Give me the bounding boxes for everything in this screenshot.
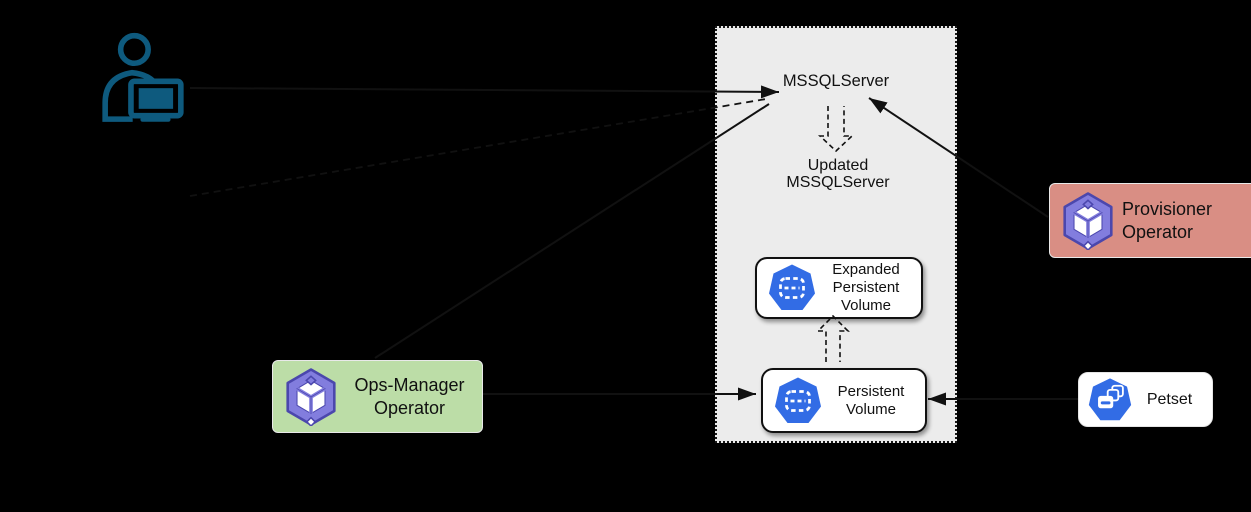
updated-mssqlserver-label: Updated MSSQLServer [786, 157, 890, 191]
provisioner-operator-box: Provisioner Operator [1049, 183, 1251, 258]
expanded-persistent-volume-box: Expanded Persistent Volume [755, 257, 923, 319]
persistent-volume-box: Persistent Volume [761, 368, 927, 433]
k8s-persistent-volume-icon [775, 377, 821, 423]
k8s-petset-icon [1088, 377, 1132, 420]
arrow-admin-to-mssqlserver [189, 85, 780, 99]
k8s-persistent-volume-icon [769, 264, 815, 310]
petset-box: Petset [1078, 372, 1213, 427]
admin-user-computer-icon [102, 32, 184, 122]
mssqlserver-label: MSSQLServer [782, 72, 890, 90]
arrow-dashed-to-mssqlserver [189, 98, 767, 197]
persistent-volume-label: Persistent Volume [837, 382, 905, 418]
operator-cube-icon [1063, 191, 1113, 250]
ops-manager-operator-box: Ops-Manager Operator [272, 360, 483, 433]
arrow-ops-manager-to-mssqlserver [374, 103, 770, 359]
expanded-persistent-volume-label: Expanded Persistent Volume [832, 261, 900, 314]
operator-cube-icon [286, 367, 336, 426]
provisioner-operator-label: Provisioner Operator [1122, 198, 1213, 242]
ops-manager-operator-label: Ops-Manager Operator [354, 374, 465, 418]
mssql-resource-panel: MSSQLServer Updated MSSQLServer Expanded… [715, 26, 957, 443]
petset-label: Petset [1146, 390, 1193, 408]
